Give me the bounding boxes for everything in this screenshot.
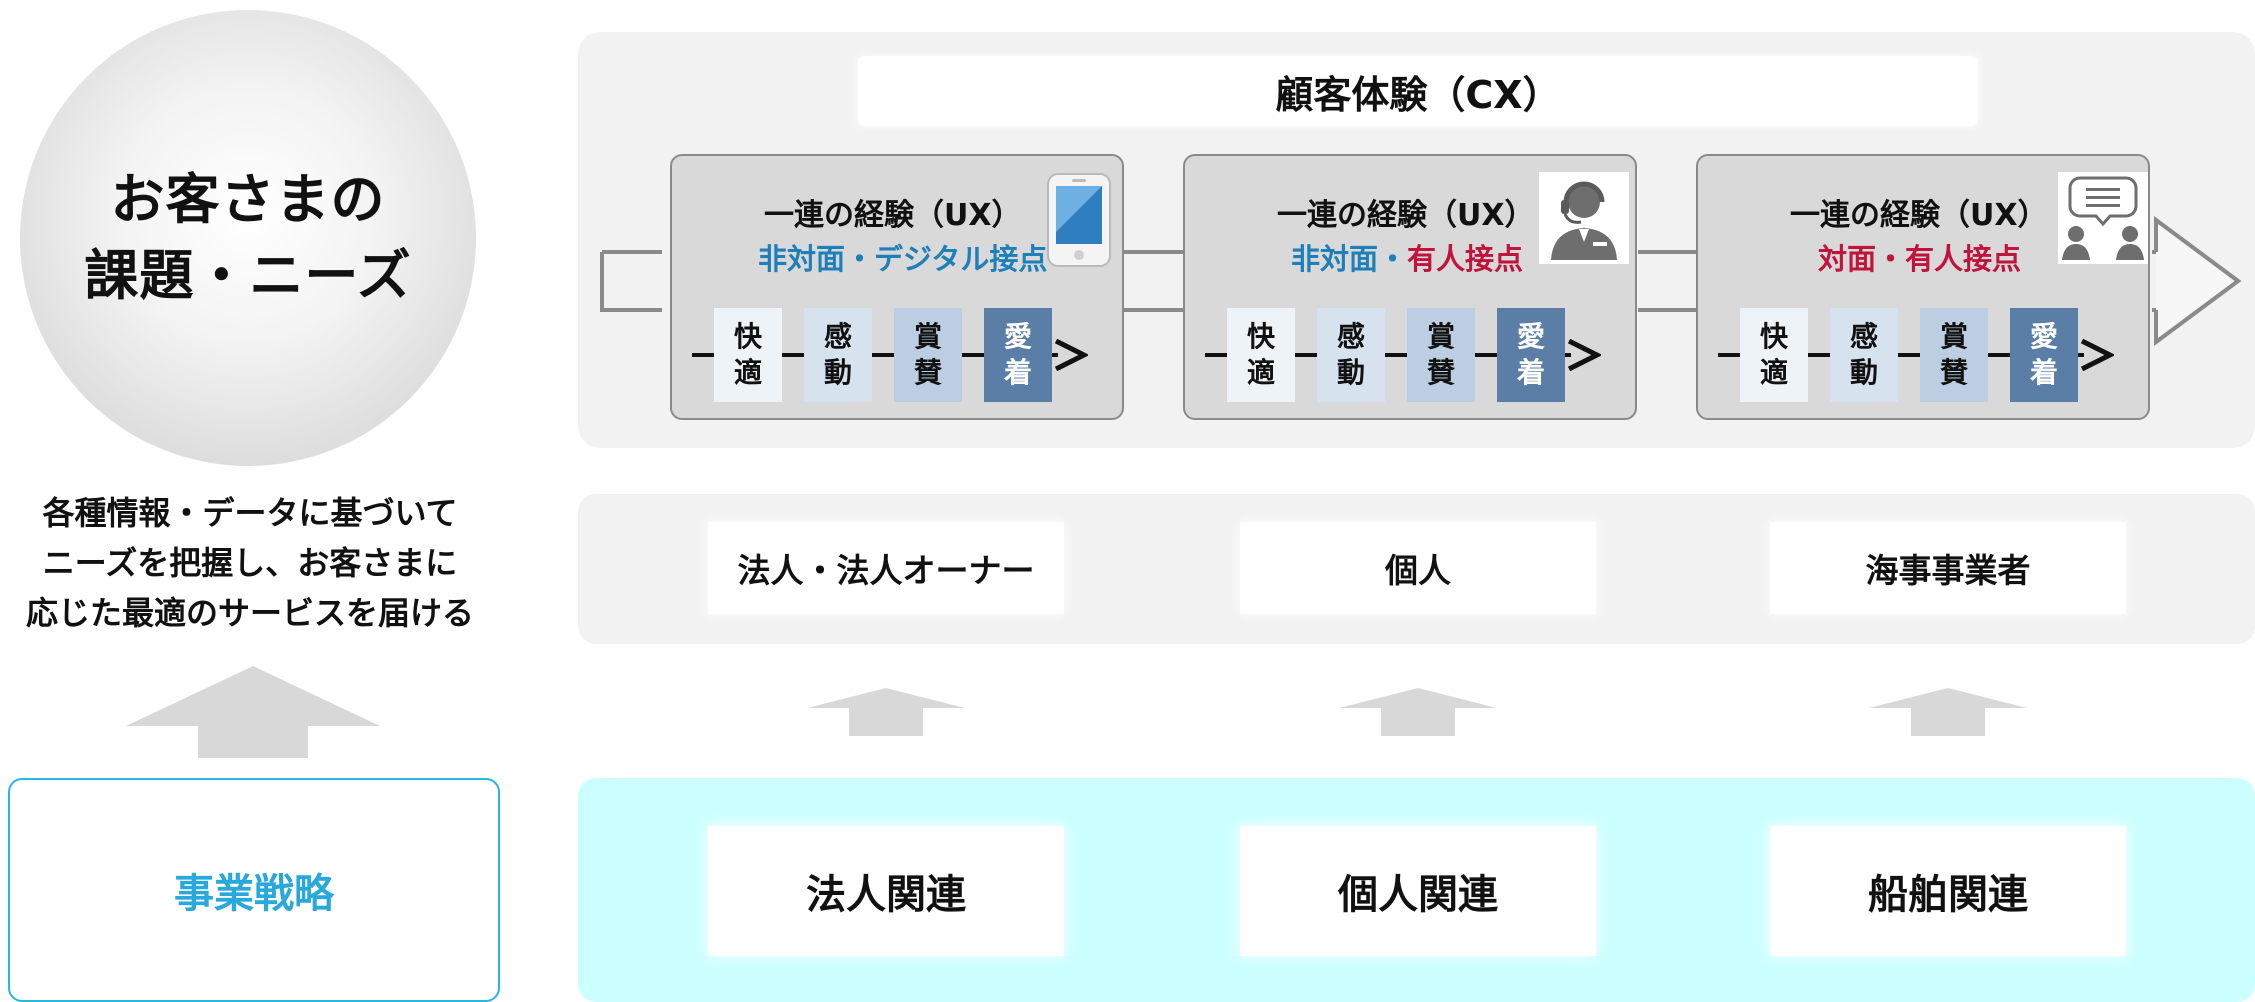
business-label: 法人関連 [806, 872, 966, 918]
strategy-label: 事業戦略 [174, 871, 334, 917]
timeline-arrowhead-icon [1567, 339, 1601, 371]
stage-praise: 賞賛 [1920, 308, 1988, 402]
mission-line-1: 各種情報・データに基づいて [42, 494, 458, 532]
cx-title-text: 顧客体験（CX） [1275, 72, 1561, 117]
mission-line-2: ニーズを把握し、お客さまに [42, 544, 458, 582]
circle-line-1: お客さまの [110, 168, 386, 231]
business-label: 個人関連 [1338, 872, 1498, 918]
business-label: 船舶関連 [1868, 872, 2028, 918]
stage-praise: 賞賛 [1407, 308, 1475, 402]
timeline-arrowhead-icon [2080, 339, 2114, 371]
stage-attachment: 愛着 [1497, 308, 1565, 402]
stage-impression: 感動 [1830, 308, 1898, 402]
timeline-arrowhead-icon [1054, 339, 1088, 371]
stage-impression: 感動 [804, 308, 872, 402]
ux-channel-in-person: 対面・有人接点 [1818, 242, 2022, 276]
segment-label: 法人・法人オーナー [737, 551, 1035, 590]
business-corporate: 法人関連 [708, 826, 1064, 956]
ux-box-remote-human: 一連の経験（UX） 非対面・有人接点 快適 感動 賞賛 愛着 [1183, 154, 1637, 420]
up-arrow-small-icon [1869, 688, 2027, 736]
business-shipping: 船舶関連 [1770, 826, 2126, 956]
stage-attachment: 愛着 [984, 308, 1052, 402]
ux-title: 一連の経験（UX） [764, 198, 1022, 233]
ux-channel-remote: 非対面・ [1291, 242, 1408, 276]
cx-title: 顧客体験（CX） [858, 56, 1978, 126]
stage-attachment: 愛着 [2010, 308, 2078, 402]
customer-needs-circle: お客さまの 課題・ニーズ [20, 10, 476, 466]
smartphone-icon [1044, 172, 1134, 267]
business-strategy-box: 事業戦略 [8, 778, 500, 1002]
timeline-line [1205, 353, 1571, 357]
ux-box-digital: 一連の経験（UX） 非対面・デジタル接点 快適 感動 賞賛 愛着 [670, 154, 1124, 420]
segment-individual: 個人 [1240, 522, 1596, 614]
ux-channel-label: 非対面・有人接点 [1291, 236, 1523, 278]
timeline-line [692, 353, 1058, 357]
face-to-face-conversation-icon [2058, 172, 2148, 264]
stage-impression: 感動 [1317, 308, 1385, 402]
segment-label: 海事事業者 [1865, 551, 2031, 590]
ux-box-in-person: 一連の経験（UX） 対面・有人接点 快適 感動 賞賛 愛着 [1696, 154, 2150, 420]
segment-label: 個人 [1385, 551, 1451, 590]
ux-channel-label: 対面・有人接点 [1818, 236, 2021, 278]
segment-corporate: 法人・法人オーナー [708, 522, 1064, 614]
journey-arrow-icon [600, 216, 2242, 346]
mission-line-3: 応じた最適のサービスを届ける [25, 594, 474, 632]
business-individual: 個人関連 [1240, 826, 1596, 956]
ux-title: 一連の経験（UX） [1790, 198, 2048, 233]
up-arrow-small-icon [807, 688, 965, 736]
timeline-line [1718, 353, 2084, 357]
ux-channel-digital: 非対面・デジタル接点 [758, 242, 1048, 276]
segment-maritime: 海事事業者 [1770, 522, 2126, 614]
ux-title: 一連の経験（UX） [1277, 198, 1535, 233]
stage-praise: 賞賛 [894, 308, 962, 402]
up-arrow-small-icon [1339, 688, 1497, 736]
stage-comfort: 快適 [1227, 308, 1295, 402]
circle-line-2: 課題・ニーズ [84, 244, 412, 307]
call-center-operator-icon [1539, 172, 1629, 264]
mission-statement: 各種情報・データに基づいて ニーズを把握し、お客さまに 応じた最適のサービスを届… [0, 488, 500, 638]
ux-channel-human: 有人接点 [1407, 242, 1524, 276]
stage-comfort: 快適 [1740, 308, 1808, 402]
up-arrow-large-icon [126, 666, 380, 758]
stage-comfort: 快適 [714, 308, 782, 402]
ux-channel-label: 非対面・デジタル接点 [758, 236, 1047, 278]
